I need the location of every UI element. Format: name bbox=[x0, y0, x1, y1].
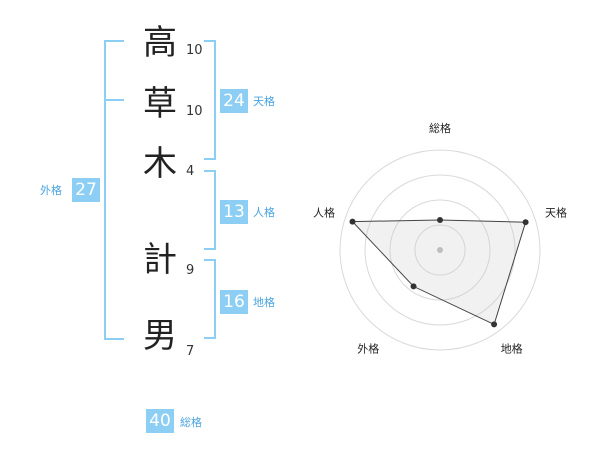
radar-point-1 bbox=[437, 217, 443, 223]
radar-polygon bbox=[351, 219, 527, 326]
radar-axis-label-1: 総格 bbox=[429, 121, 451, 135]
radar-point-3 bbox=[491, 321, 498, 328]
tenkaku-label: 天格 bbox=[253, 95, 275, 108]
radar-center-point bbox=[437, 247, 443, 253]
radar-ring bbox=[414, 224, 466, 276]
radar-axis-label-2: 天格 bbox=[545, 205, 567, 219]
jinkaku-label: 人格 bbox=[253, 206, 275, 219]
radar-ring bbox=[339, 149, 541, 351]
radar-axis-label-3: 地格 bbox=[501, 342, 523, 356]
radar-area bbox=[349, 217, 529, 328]
name-char-1: 高 bbox=[143, 23, 177, 63]
jinkaku-value: 13 bbox=[220, 200, 248, 224]
chikaku-label: 地格 bbox=[253, 296, 275, 309]
stroke-count-1: 10 bbox=[186, 43, 203, 58]
radar-ring bbox=[389, 199, 491, 301]
jinkaku-bracket bbox=[204, 170, 216, 250]
gaikaku-label: 外格 bbox=[40, 184, 62, 197]
radar-grid bbox=[339, 149, 541, 351]
name-char-5: 男 bbox=[143, 316, 177, 356]
radar-axis-label-4: 外格 bbox=[357, 342, 379, 356]
radar-axis-label-5: 人格 bbox=[313, 205, 335, 219]
tenkaku-value: 24 bbox=[220, 89, 248, 113]
name-char-3: 木 bbox=[143, 144, 177, 184]
gaikaku-bracket-tick bbox=[104, 99, 124, 101]
tenkaku-bracket bbox=[204, 40, 216, 160]
radar-point-5 bbox=[349, 218, 356, 225]
chikaku-value: 16 bbox=[220, 290, 248, 314]
radar-point-2 bbox=[522, 219, 529, 226]
gaikaku-value: 27 bbox=[72, 178, 100, 202]
stroke-count-4: 9 bbox=[186, 263, 195, 278]
name-char-2: 草 bbox=[143, 84, 177, 124]
stroke-count-5: 7 bbox=[186, 344, 195, 359]
chikaku-bracket bbox=[204, 259, 216, 339]
soukaku-value: 40 bbox=[146, 409, 174, 433]
gaikaku-bracket bbox=[104, 40, 124, 340]
radar-point-4 bbox=[410, 283, 417, 290]
stroke-count-3: 4 bbox=[186, 164, 195, 179]
stroke-count-2: 10 bbox=[186, 104, 203, 119]
soukaku-label: 総格 bbox=[180, 416, 202, 429]
name-char-4: 計 bbox=[143, 240, 177, 280]
radar-ring bbox=[364, 174, 516, 326]
